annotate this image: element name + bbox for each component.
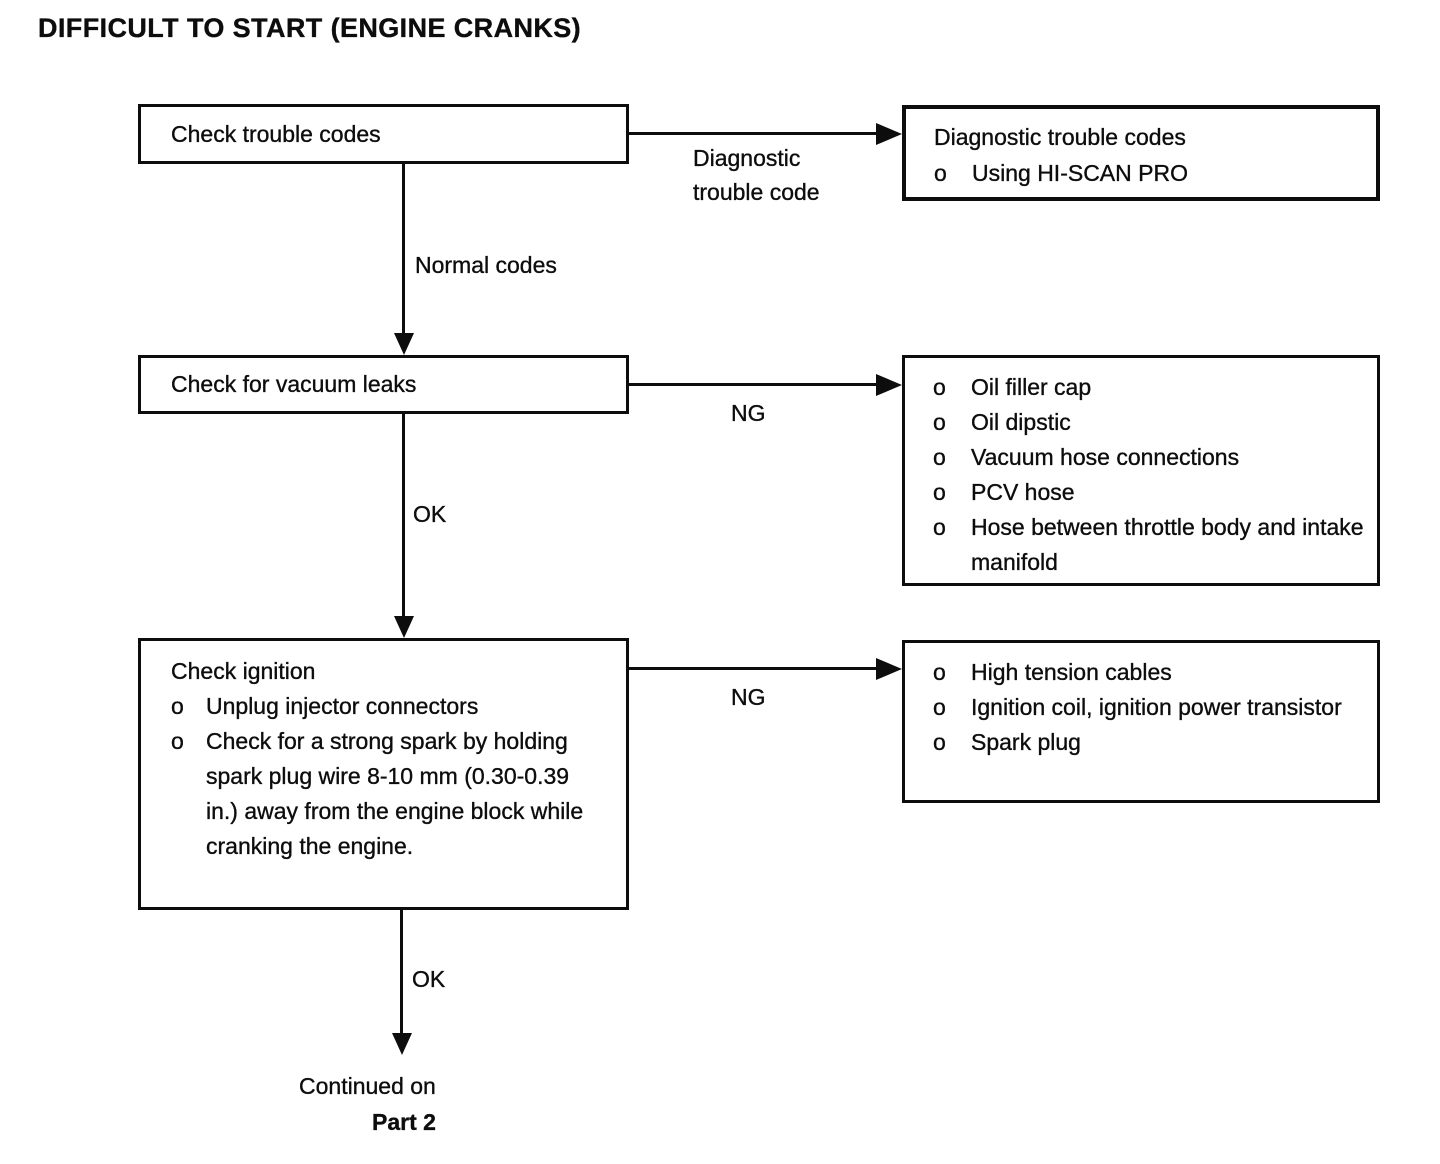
footer-part-2: Part 2 — [372, 1109, 436, 1135]
flow-node-check-ignition: Check ignition o Unplug injector connect… — [138, 638, 629, 910]
list-item-text: PCV hose — [971, 479, 1075, 505]
arrow-down-icon — [394, 616, 414, 638]
list-item: o Vacuum hose connections — [933, 440, 1369, 475]
list-item: o Oil filler cap — [933, 370, 1369, 405]
list-item: o Oil dipstic — [933, 405, 1369, 440]
edge-label-line: Diagnostic — [693, 145, 801, 171]
list-item: o Using HI-SCAN PRO — [934, 155, 1366, 191]
arrow-normal-codes-line — [402, 164, 405, 335]
edge-label-ng-2: NG — [731, 684, 766, 710]
bullet-marker: o — [933, 444, 946, 470]
list-item: o High tension cables — [933, 655, 1369, 690]
edge-label-ok-2: OK — [412, 966, 446, 992]
edge-label-ok-1: OK — [413, 501, 447, 527]
bullet-marker: o — [933, 694, 946, 720]
arrow-down-icon — [394, 333, 414, 355]
list-item: o Hose between throttle body and intake … — [933, 510, 1369, 580]
bullet-marker: o — [933, 409, 946, 435]
flow-node-check-trouble-codes: Check trouble codes — [138, 104, 629, 164]
edge-label-normal-codes: Normal codes — [415, 252, 557, 278]
edge-label-ng-1: NG — [731, 400, 766, 426]
list-item-text: Oil dipstic — [971, 409, 1071, 435]
arrow-dtc-line — [629, 132, 877, 135]
page-title: DIFFICULT TO START (ENGINE CRANKS) — [38, 13, 582, 43]
bullet-marker: o — [171, 728, 184, 754]
flow-node-diagnostic-trouble-codes: Diagnostic trouble codes o Using HI-SCAN… — [902, 105, 1380, 201]
list-item-text: Check for a strong spark by holding spar… — [206, 728, 584, 859]
arrow-right-icon — [876, 658, 902, 680]
list-item: o PCV hose — [933, 475, 1369, 510]
list-item: o Check for a strong spark by holding sp… — [171, 724, 610, 864]
bullet-marker: o — [934, 160, 947, 186]
bullet-marker: o — [933, 659, 946, 685]
arrow-ok2-line — [400, 909, 403, 1035]
flow-node-label: Check for vacuum leaks — [171, 371, 417, 397]
arrow-right-icon — [876, 374, 902, 396]
bullet-marker: o — [933, 514, 946, 540]
flow-node-ignition-check-points: o High tension cables o Ignition coil, i… — [902, 640, 1380, 803]
list-item: o Spark plug — [933, 725, 1369, 760]
list-item-text: High tension cables — [971, 659, 1172, 685]
bullet-marker: o — [171, 693, 184, 719]
arrow-ng2-line — [629, 667, 877, 670]
list-item: o Ignition coil, ignition power transist… — [933, 690, 1369, 725]
flow-node-heading: Diagnostic trouble codes — [934, 124, 1186, 150]
arrow-down-icon — [392, 1033, 412, 1055]
list-item: o Unplug injector connectors — [171, 689, 610, 724]
bullet-marker: o — [933, 374, 946, 400]
flow-node-label: Check trouble codes — [171, 120, 381, 147]
edge-label-diagnostic-trouble-code: Diagnostic trouble code — [693, 141, 820, 209]
footer-continued-on: Continued on — [299, 1073, 436, 1099]
list-item-text: Oil filler cap — [971, 374, 1092, 400]
list-item-text: Vacuum hose connections — [971, 444, 1240, 470]
list-item-text: Spark plug — [971, 729, 1081, 755]
edge-label-line: trouble code — [693, 179, 820, 205]
list-item-text: Ignition coil, ignition power transistor — [971, 694, 1342, 720]
arrow-ng1-line — [629, 383, 877, 386]
flow-node-heading: Check ignition — [171, 658, 316, 684]
flow-node-check-vacuum-leaks: Check for vacuum leaks — [138, 355, 629, 414]
arrow-right-icon — [876, 123, 902, 145]
list-item-text: Hose between throttle body and intake ma… — [971, 514, 1364, 575]
list-item-text: Unplug injector connectors — [206, 693, 479, 719]
flow-node-vacuum-leak-points: o Oil filler cap o Oil dipstic o Vacuum … — [902, 355, 1380, 586]
bullet-marker: o — [933, 729, 946, 755]
bullet-marker: o — [933, 479, 946, 505]
arrow-ok1-line — [402, 414, 405, 616]
list-item-text: Using HI-SCAN PRO — [972, 160, 1188, 186]
